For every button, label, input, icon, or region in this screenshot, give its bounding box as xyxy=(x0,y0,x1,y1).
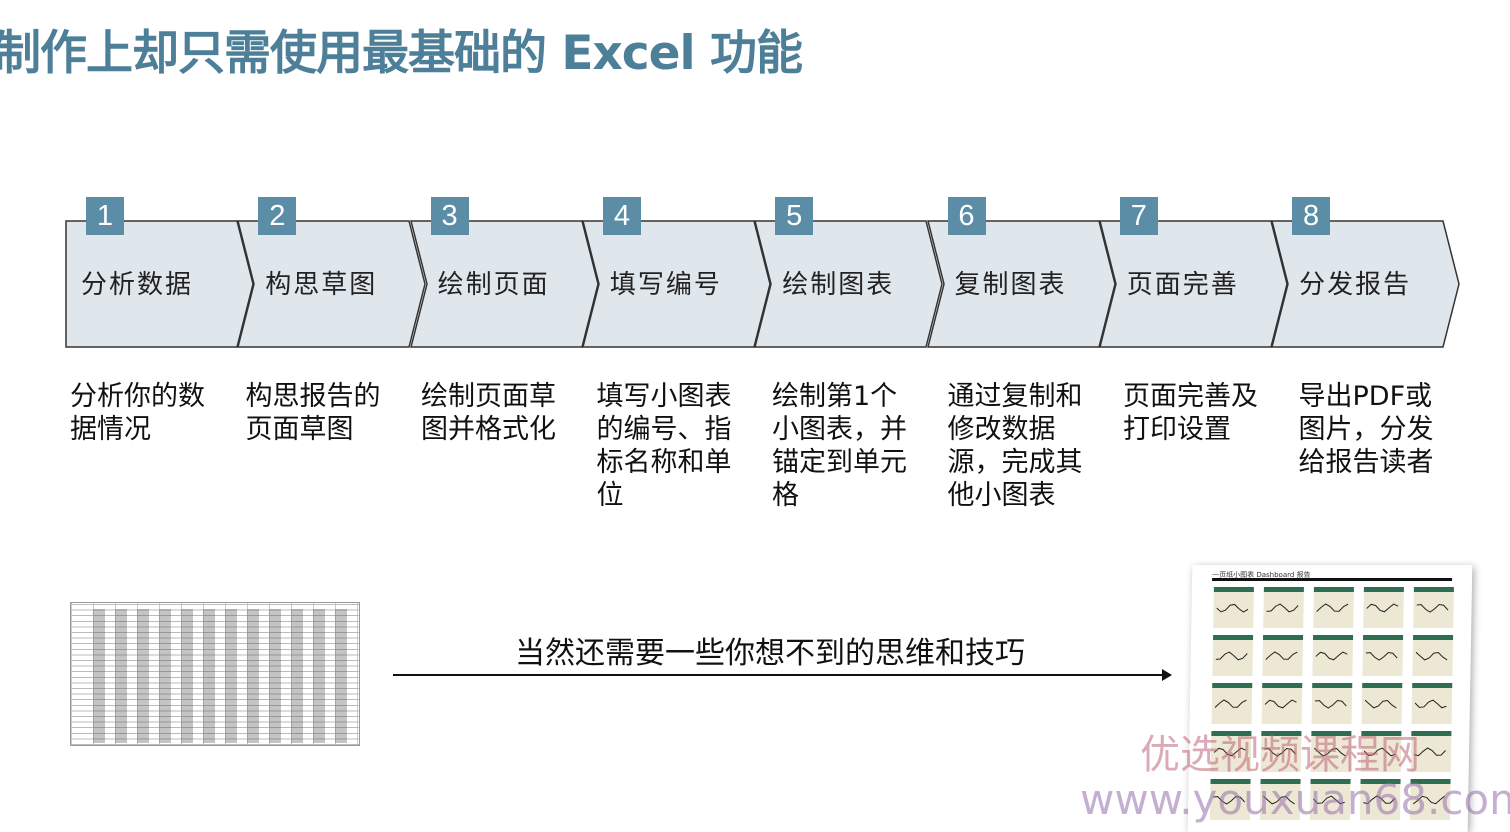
raw-data-table-thumbnail xyxy=(70,602,360,746)
mini-chart xyxy=(1359,779,1401,820)
step-description: 绘制第1个小图表，并锚定到单元格 xyxy=(772,381,907,511)
mini-chart xyxy=(1260,731,1302,772)
step-2: 2 构思草图 xyxy=(237,197,433,348)
step-1: 1 分析数据 xyxy=(65,197,261,348)
step-number: 6 xyxy=(947,197,986,235)
step-number: 7 xyxy=(1119,197,1158,235)
mini-chart xyxy=(1310,731,1352,772)
step-label: 分发报告 xyxy=(1299,270,1412,300)
mini-chart xyxy=(1410,731,1452,772)
mini-chart xyxy=(1210,731,1252,772)
step-number: 2 xyxy=(258,197,297,235)
step-6: 6 复制图表 xyxy=(926,197,1123,348)
step-7: 7 页面完善 xyxy=(1098,197,1295,348)
watermark-line1: 优选视频课程网 xyxy=(1140,732,1420,778)
mini-chart xyxy=(1309,779,1351,820)
step-label: 构思草图 xyxy=(265,270,378,300)
slide-title: 制作上却只需使用最基础的 Excel 功能 xyxy=(0,26,803,81)
step-description: 构思报告的页面草图 xyxy=(245,381,381,445)
mini-chart xyxy=(1213,587,1254,628)
mini-chart xyxy=(1211,683,1253,724)
step-label: 绘制页面 xyxy=(437,270,550,300)
mini-chart xyxy=(1412,635,1454,676)
mini-chart xyxy=(1360,731,1402,772)
mini-chart xyxy=(1311,683,1353,724)
step-number: 8 xyxy=(1292,197,1331,235)
watermark-line2: www.youxuan68.com xyxy=(1080,775,1510,824)
chevron-shape xyxy=(1271,220,1460,348)
mini-chart xyxy=(1362,635,1404,676)
mini-chart xyxy=(1262,635,1304,676)
step-label: 分析数据 xyxy=(81,270,194,300)
chevron-shape xyxy=(581,220,771,348)
chevron-shape xyxy=(754,220,943,348)
arrow-line xyxy=(393,674,1163,676)
step-description: 填写小图表的编号、指标名称和单位 xyxy=(596,381,732,511)
step-number: 5 xyxy=(775,197,814,235)
step-label: 填写编号 xyxy=(609,270,722,300)
step-8: 8 分发报告 xyxy=(1271,197,1467,348)
step-4: 4 填写编号 xyxy=(581,197,778,348)
chevron-shape xyxy=(409,220,599,348)
step-5: 5 绘制图表 xyxy=(754,197,950,348)
step-3: 3 绘制页面 xyxy=(409,197,606,348)
mini-chart xyxy=(1361,683,1403,724)
mini-chart xyxy=(1409,779,1451,820)
mini-chart xyxy=(1363,587,1404,628)
step-number: 4 xyxy=(602,197,641,235)
chevron-shape xyxy=(1098,220,1288,348)
mini-chart xyxy=(1212,635,1254,676)
mini-chart xyxy=(1313,587,1354,628)
mini-chart xyxy=(1411,683,1453,724)
mini-chart xyxy=(1209,779,1251,820)
subtitle: 当然还需要一些你想不到的思维和技巧 xyxy=(515,636,1025,671)
step-description: 绘制页面草图并格式化 xyxy=(421,381,556,445)
chevron-shape xyxy=(237,220,427,348)
chevron-shape xyxy=(65,220,254,348)
mini-chart xyxy=(1263,587,1304,628)
dashboard-report-thumbnail: 一页纸小图表 Dashboard 报告 xyxy=(1187,565,1473,832)
mini-chart xyxy=(1413,587,1454,628)
step-description: 通过复制和修改数据源，完成其他小图表 xyxy=(947,381,1083,511)
mini-chart xyxy=(1259,779,1301,820)
step-description: 导出PDF或图片，分发给报告读者 xyxy=(1298,381,1434,478)
chevron-shape xyxy=(926,220,1116,348)
step-description: 页面完善及打印设置 xyxy=(1123,381,1258,445)
step-label: 复制图表 xyxy=(954,270,1067,300)
step-label: 页面完善 xyxy=(1126,270,1239,300)
mini-chart xyxy=(1312,635,1354,676)
dashboard-title: 一页纸小图表 Dashboard 报告 xyxy=(1212,570,1453,581)
mini-chart xyxy=(1261,683,1303,724)
step-description: 分析你的数据情况 xyxy=(70,381,205,445)
arrow-head-icon xyxy=(1162,669,1172,681)
step-number: 1 xyxy=(86,197,124,235)
step-number: 3 xyxy=(430,197,469,235)
step-label: 绘制图表 xyxy=(782,270,895,300)
